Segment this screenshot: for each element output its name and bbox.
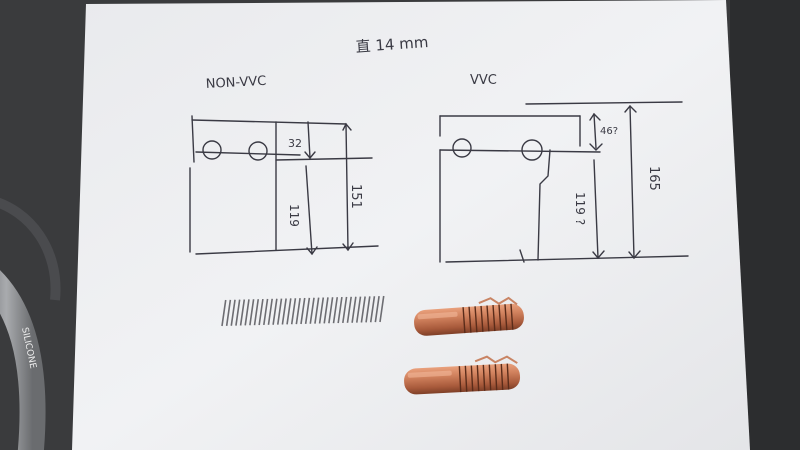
dim-right-middle: 119 ? [573,192,587,225]
dim-left-top: 32 [288,137,302,150]
diagram-vvc [439,101,689,263]
dim-right-total: 165 [646,166,661,191]
dim-left-total: 151 [348,184,363,209]
copper-bushing-upper [414,296,524,336]
diagram-non-vvc [189,115,379,256]
label-non-vvc: NON-VVC [205,74,266,92]
paper-sheet [72,0,750,450]
dim-left-middle: 119 [287,204,301,227]
silicone-cable: SILICONE [0,197,61,450]
dim-right-top: 46? [600,126,618,137]
label-vvc: VVC [470,73,497,88]
coil-spring [221,295,385,327]
sketch-heading: 直 14 mm [355,33,429,56]
copper-bushing-lower [404,355,521,395]
